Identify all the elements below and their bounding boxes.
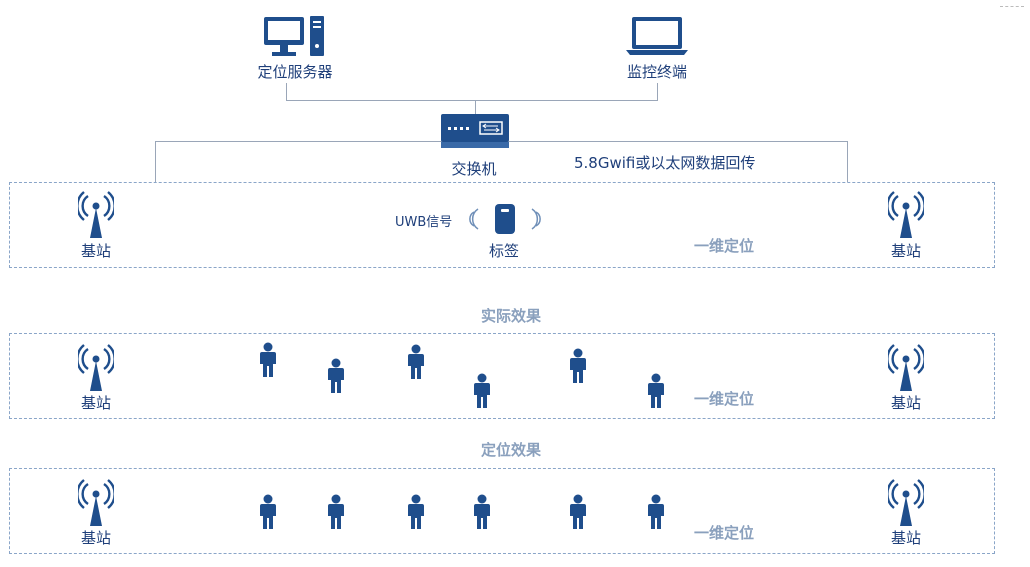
server-label: 定位服务器	[257, 63, 333, 81]
station-label: 基站	[80, 242, 112, 260]
uwb-signal-label: UWB信号	[395, 215, 453, 230]
signal-left-icon	[469, 208, 479, 230]
antenna-tower-icon	[78, 344, 114, 391]
antenna-tower-icon	[888, 344, 924, 391]
terminal-label: 监控终端	[626, 63, 688, 81]
right-station-drop	[847, 141, 848, 182]
switch-label: 交换机	[451, 160, 497, 178]
network-label: 5.8Gwifi或以太网数据回传	[574, 154, 756, 172]
person-icon	[570, 494, 586, 529]
row3-title: 定位效果	[480, 441, 542, 459]
antenna-tower-icon	[78, 191, 114, 238]
uwb-tag-icon	[495, 204, 515, 234]
desktop-computer-icon	[264, 16, 324, 56]
left-station-drop	[155, 141, 156, 182]
person-icon	[648, 373, 664, 408]
network-switch-icon	[441, 114, 509, 148]
top-bus-line	[286, 100, 658, 101]
person-icon	[648, 494, 664, 529]
terminal-connector	[657, 83, 658, 100]
row2-frame	[9, 333, 995, 419]
station-label: 基站	[890, 242, 922, 260]
server-connector	[286, 83, 287, 100]
antenna-tower-icon	[888, 479, 924, 526]
signal-right-icon	[531, 208, 541, 230]
person-icon	[570, 348, 586, 383]
person-icon	[408, 494, 424, 529]
station-label: 基站	[80, 529, 112, 547]
mode-label: 一维定位	[694, 390, 755, 408]
person-icon	[328, 358, 344, 393]
person-icon	[408, 344, 424, 379]
person-icon	[474, 373, 490, 408]
tag-label: 标签	[488, 242, 520, 260]
station-label: 基站	[890, 529, 922, 547]
station-label: 基站	[80, 394, 112, 412]
mode-label: 一维定位	[694, 524, 755, 542]
page-corner-mark	[1000, 6, 1024, 7]
antenna-tower-icon	[888, 191, 924, 238]
row3-frame	[9, 468, 995, 554]
row1-frame	[9, 182, 995, 268]
person-icon	[260, 494, 276, 529]
person-icon	[474, 494, 490, 529]
mode-label: 一维定位	[694, 237, 755, 255]
person-icon	[260, 342, 276, 377]
antenna-tower-icon	[78, 479, 114, 526]
row2-title: 实际效果	[480, 307, 542, 325]
laptop-icon	[626, 17, 688, 55]
switch-uplink	[475, 100, 476, 114]
person-icon	[328, 494, 344, 529]
station-label: 基站	[890, 394, 922, 412]
